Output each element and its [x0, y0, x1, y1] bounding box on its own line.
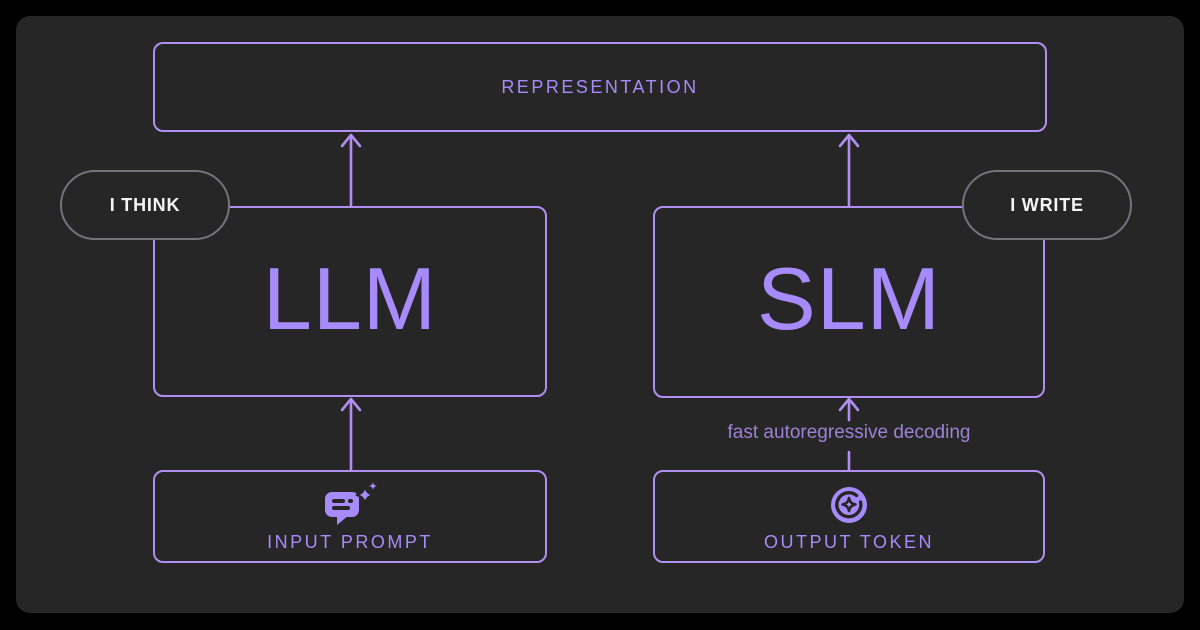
slm-label: SLM [757, 249, 941, 348]
chat-prompt-sparkle-icon [322, 482, 378, 526]
representation-box: REPRESENTATION [153, 42, 1047, 132]
token-coin-icon [828, 484, 870, 526]
i-write-pill: I WRITE [962, 170, 1132, 240]
i-write-label: I WRITE [1010, 194, 1084, 215]
output-token-label: OUTPUT TOKEN [763, 532, 935, 552]
i-think-pill: I THINK [60, 170, 230, 240]
llm-label: LLM [262, 248, 438, 348]
slm-box: SLM [653, 206, 1045, 398]
diagram-panel [16, 16, 1184, 613]
decoding-annotation: fast autoregressive decoding [727, 422, 971, 443]
i-think-label: I THINK [109, 194, 181, 215]
output-token-box: OUTPUT TOKEN [653, 470, 1045, 563]
input-prompt-box: INPUT PROMPT [153, 470, 547, 563]
representation-label: REPRESENTATION [501, 76, 699, 97]
input-prompt-label: INPUT PROMPT [267, 532, 433, 552]
